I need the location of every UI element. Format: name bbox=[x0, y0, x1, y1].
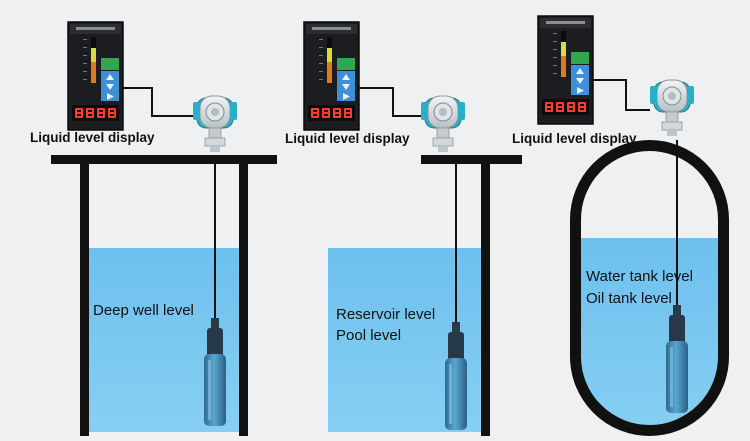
reservoir-level-label: Reservoir level bbox=[336, 306, 436, 323]
liquid-level-display-icon bbox=[303, 21, 360, 131]
deep-well-left-wall bbox=[80, 163, 89, 436]
deep-well-top-slab bbox=[51, 155, 277, 164]
signal-wire bbox=[123, 87, 193, 117]
tank-scene bbox=[537, 15, 729, 436]
submersible-probe-icon bbox=[666, 305, 688, 413]
deep-well-scene bbox=[51, 21, 277, 436]
pressure-transmitter-icon bbox=[420, 95, 466, 153]
liquid-level-display-icon bbox=[67, 21, 124, 131]
signal-wire bbox=[593, 79, 650, 111]
display-label-2: Liquid level display bbox=[285, 131, 410, 146]
tank-shell bbox=[570, 140, 729, 436]
oil-tank-level-label: Oil tank level bbox=[586, 290, 672, 307]
submersible-probe-icon bbox=[445, 322, 467, 430]
reservoir-top-slab bbox=[421, 155, 522, 164]
liquid-level-display-icon bbox=[537, 15, 594, 125]
reservoir-scene bbox=[303, 21, 522, 436]
display-label-3: Liquid level display bbox=[512, 131, 637, 146]
deep-well-level-label: Deep well level bbox=[93, 302, 194, 319]
pressure-transmitter-icon bbox=[192, 95, 238, 153]
water-tank-level-label: Water tank level bbox=[586, 268, 693, 285]
reservoir-right-wall bbox=[481, 163, 490, 436]
deep-well-right-wall bbox=[239, 163, 248, 436]
tank-liquid bbox=[581, 238, 718, 425]
pressure-transmitter-icon bbox=[649, 79, 695, 137]
pool-level-label: Pool level bbox=[336, 327, 402, 344]
display-label-1: Liquid level display bbox=[30, 130, 155, 145]
submersible-probe-icon bbox=[204, 318, 226, 426]
signal-wire bbox=[359, 87, 421, 117]
